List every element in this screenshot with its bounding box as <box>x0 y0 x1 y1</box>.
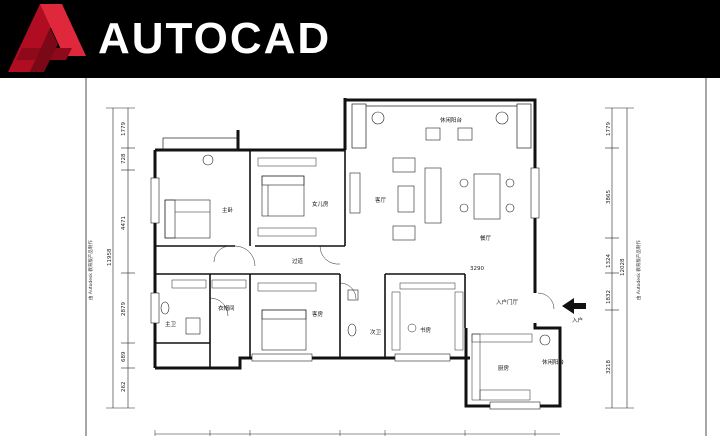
guest-bed-icon <box>261 309 307 351</box>
dim-left-1: 1779 <box>121 122 127 136</box>
wardrobes <box>171 157 456 292</box>
room-guest-room: 客房 <box>312 310 324 318</box>
right-dimension-chain <box>605 107 634 409</box>
room-second-bath: 次卫 <box>370 328 382 336</box>
room-balcony-top: 休闲阳台 <box>440 116 463 124</box>
dim-small: 3290 <box>470 266 484 272</box>
room-kitchen: 厨房 <box>498 364 510 372</box>
banner-title: AUTOCAD <box>98 14 332 63</box>
title-banner: AUTOCAD <box>0 0 720 78</box>
dim-right-3: 12028 <box>620 258 626 276</box>
room-entrance: 入户 <box>572 316 583 324</box>
side-text-right: 由 Autodesk 教育版产品制作 <box>635 240 642 300</box>
living-sofa-icon <box>349 157 442 241</box>
doors <box>209 245 555 317</box>
dim-left-5: 2879 <box>121 302 127 316</box>
bath-fixtures-icon <box>160 289 551 346</box>
kitchen-counter-icon <box>471 333 533 401</box>
bottom-dimension-ticks <box>154 430 560 436</box>
interior-walls <box>155 150 466 368</box>
study-furniture-icon <box>391 291 464 351</box>
room-daughter-room: 女儿房 <box>312 200 329 208</box>
outer-walls <box>153 98 562 408</box>
dim-right-5: 1832 <box>606 290 612 304</box>
dim-left-4: 11958 <box>107 248 113 266</box>
room-foyer: 入户门厅 <box>496 298 519 306</box>
room-balcony-kitchen: 休闲阳台 <box>542 358 565 366</box>
dim-right-6: 3218 <box>606 360 612 374</box>
room-corridor: 过道 <box>292 257 304 265</box>
dim-right-1: 1779 <box>606 122 612 136</box>
daughter-bed-icon <box>261 175 305 217</box>
entrance-arrow-icon <box>562 298 586 314</box>
room-dining-room: 餐厅 <box>480 234 492 242</box>
dim-right-4: 1324 <box>606 254 612 268</box>
room-study: 书房 <box>420 326 432 334</box>
dim-left-7: 262 <box>121 382 127 393</box>
floor-plan-drawing: 1779 728 4471 11958 2879 689 262 由 Autod… <box>85 78 707 436</box>
dim-right-2: 3865 <box>606 190 612 204</box>
autocad-a-logo-icon <box>8 4 86 72</box>
room-master-bedroom: 主卧 <box>222 206 234 214</box>
room-living-room: 客厅 <box>375 196 387 204</box>
room-walk-in-closet: 衣帽间 <box>218 304 235 312</box>
dim-left-2: 728 <box>121 153 127 164</box>
balcony-rail <box>162 103 532 151</box>
windows <box>150 167 541 410</box>
dim-left-3: 4471 <box>121 216 127 230</box>
dining-table-icon <box>459 173 515 220</box>
left-dimension-chain <box>106 107 135 409</box>
room-master-bath: 主卫 <box>165 320 177 328</box>
dim-left-6: 689 <box>121 351 127 362</box>
balcony-chairs-icon <box>202 111 509 166</box>
side-text-left: 由 Autodesk 教育版产品制作 <box>87 240 94 300</box>
master-bed-icon <box>164 199 211 239</box>
